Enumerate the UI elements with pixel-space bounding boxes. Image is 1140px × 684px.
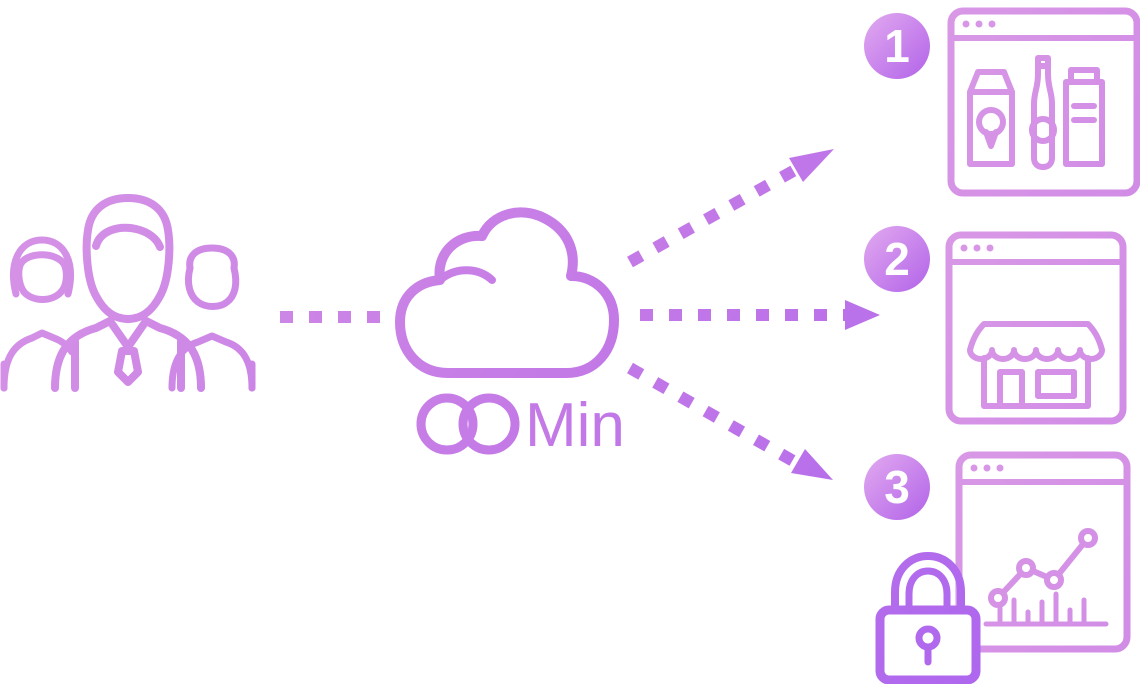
- browser-dot-icon: [996, 464, 1004, 472]
- hub-label: Min: [525, 391, 625, 460]
- infinity-logo-icon: [416, 393, 520, 455]
- step-number-2: 2: [884, 233, 910, 285]
- bottle-icon: [1029, 55, 1057, 170]
- connector-cloud-to-step-1: [627, 149, 834, 268]
- browser-groceries-icon: [947, 7, 1140, 197]
- padlock-icon: [875, 552, 981, 684]
- milk-carton-icon: [967, 69, 1015, 167]
- browser-storefront-icon: [945, 231, 1127, 425]
- step-number-1: 1: [884, 20, 910, 72]
- browser-dot-icon: [975, 20, 983, 28]
- browser-dot-icon: [973, 244, 981, 252]
- arrowhead-step-3: [791, 449, 833, 480]
- step-number-3: 3: [884, 461, 910, 513]
- connector-cloud-to-step-2: [640, 300, 880, 330]
- arrowhead-step-2: [845, 300, 880, 330]
- people-group-icon: [0, 194, 256, 392]
- browser-dot-icon: [986, 244, 994, 252]
- cloud-icon: [395, 207, 619, 378]
- juice-carton-icon: [1063, 67, 1105, 167]
- browser-dot-icon: [960, 244, 968, 252]
- connector-cloud-to-step-3: [627, 362, 833, 480]
- browser-dot-icon: [962, 20, 970, 28]
- storefront-icon: [967, 321, 1105, 409]
- line-chart-icon: [988, 528, 1098, 608]
- arrowhead-step-1: [789, 149, 834, 182]
- browser-dot-icon: [988, 20, 996, 28]
- browser-dot-icon: [983, 464, 991, 472]
- browser-dot-icon: [970, 464, 978, 472]
- step-badge-2: 2: [864, 226, 930, 292]
- browser-analytics-icon: [955, 451, 1131, 653]
- bar-chart-icon: [983, 591, 1109, 627]
- step-badge-1: 1: [864, 13, 930, 79]
- keyhole-icon: [915, 625, 941, 666]
- step-badge-3: 3: [864, 454, 930, 520]
